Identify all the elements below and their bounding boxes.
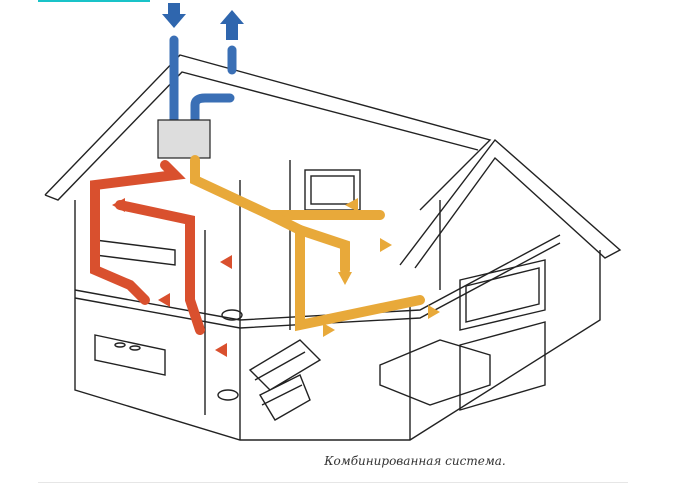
exhaust-arrow-icon [220, 10, 244, 40]
figure-caption: Комбинированная система. [324, 454, 506, 468]
supply-ducts [90, 160, 205, 335]
house-outline [44, 54, 622, 441]
accent-bar [38, 0, 150, 2]
recuperator-unit [157, 119, 211, 159]
intake-arrow-icon [162, 3, 186, 28]
extract-ducts [190, 155, 425, 332]
fresh-air-ducts [169, 35, 237, 125]
divider [38, 482, 628, 483]
ventilation-house-diagram [44, 3, 622, 441]
